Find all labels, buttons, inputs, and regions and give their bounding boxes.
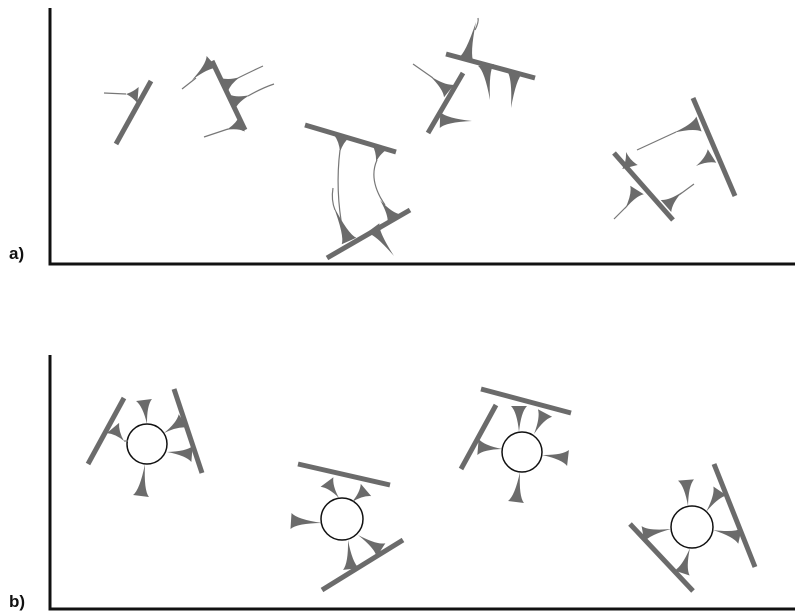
anchor [534, 409, 552, 434]
strand [248, 84, 274, 96]
rod [116, 81, 151, 144]
anchor [642, 526, 671, 542]
anchor [477, 439, 502, 455]
strand [413, 64, 433, 78]
anchor [333, 205, 356, 244]
panel-b [88, 389, 755, 591]
anchor [343, 540, 359, 570]
strand [104, 93, 126, 94]
anchor [192, 56, 217, 80]
rod [693, 98, 735, 196]
anchor [542, 450, 569, 466]
anchor [678, 479, 694, 506]
anchor [673, 116, 702, 133]
colloid-circle [127, 424, 167, 464]
strand [637, 132, 676, 150]
strand [332, 188, 335, 210]
anchor [136, 399, 152, 424]
anchor [478, 64, 494, 100]
anchor [458, 22, 476, 62]
anchor [352, 484, 371, 502]
anchor [334, 135, 350, 152]
anchor [133, 464, 149, 497]
anchor [126, 87, 139, 103]
rod [461, 405, 496, 469]
strand [679, 184, 694, 195]
anchor [625, 186, 644, 209]
colloid-circle [671, 506, 713, 548]
anchor [321, 477, 339, 498]
anchor [713, 528, 742, 544]
anchor [167, 446, 193, 462]
colloid-circle [321, 498, 363, 540]
strand [182, 78, 196, 89]
panel-a-axis [50, 8, 795, 264]
anchor [511, 406, 527, 432]
rod [298, 464, 390, 485]
strand [238, 66, 263, 78]
anchor [696, 149, 716, 166]
rod [714, 464, 755, 567]
rod [322, 540, 403, 590]
anchor [440, 112, 472, 128]
anchor [290, 513, 322, 529]
colloid-circle [502, 432, 542, 472]
anchor [508, 472, 524, 503]
strand [614, 206, 627, 219]
strand [374, 160, 385, 205]
anchor [622, 152, 637, 169]
rod [174, 389, 202, 473]
strand [204, 129, 228, 137]
panel-a [104, 18, 735, 258]
